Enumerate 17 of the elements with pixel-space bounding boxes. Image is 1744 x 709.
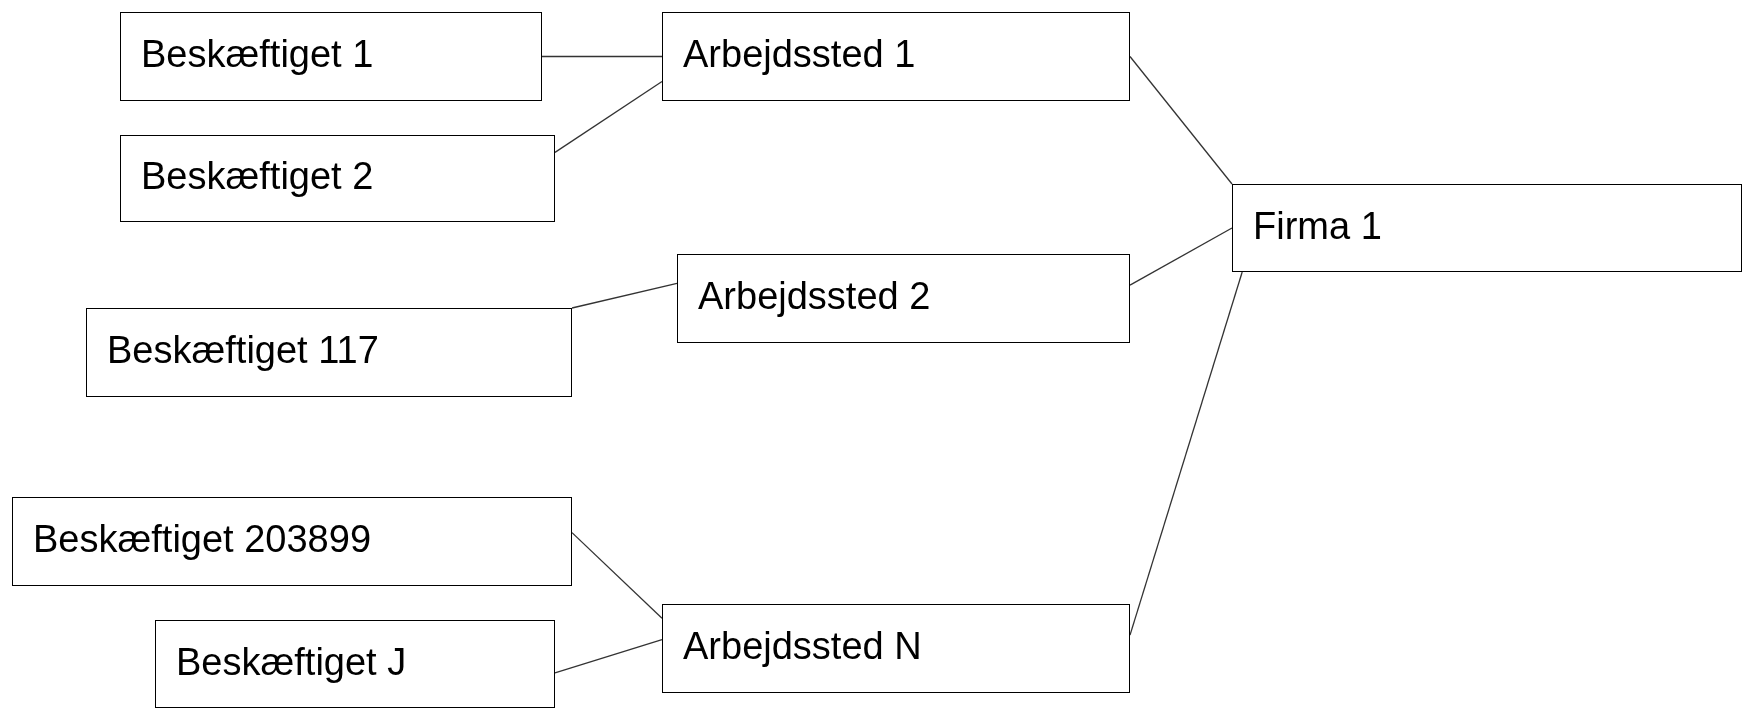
connector-line xyxy=(541,55,663,58)
text-box: Arbejdssted 1 xyxy=(662,12,1130,101)
connector-line xyxy=(1129,271,1243,636)
text-box: Beskæftiget 2 xyxy=(120,135,555,222)
connector-line xyxy=(554,80,663,154)
connector-line xyxy=(1129,227,1233,286)
text-box: Arbejdssted N xyxy=(662,604,1130,693)
text-box: Beskæftiget 203899 xyxy=(12,497,572,586)
text-box: Beskæftiget 117 xyxy=(86,308,572,397)
connector-line xyxy=(1129,55,1233,185)
text-box: Beskæftiget J xyxy=(155,620,555,708)
text-box: Arbejdssted 2 xyxy=(677,254,1130,343)
text-box: Firma 1 xyxy=(1232,184,1742,272)
connector-line xyxy=(554,638,663,674)
connector-line xyxy=(571,282,678,309)
text-box: Beskæftiget 1 xyxy=(120,12,542,101)
connector-line xyxy=(571,531,663,619)
